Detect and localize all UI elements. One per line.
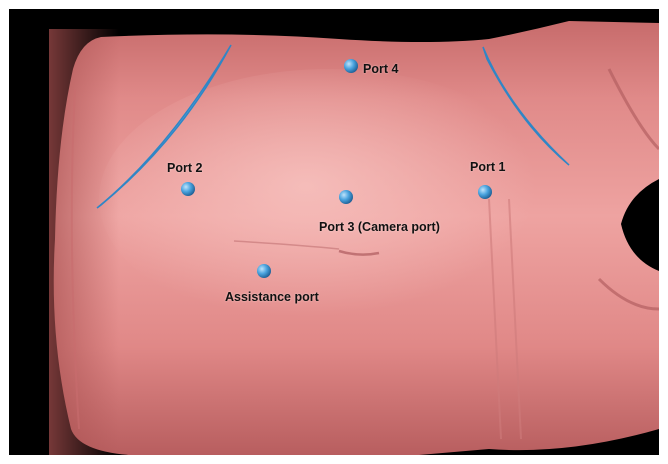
assistance-port-label: Assistance port [225, 290, 319, 304]
port4-label: Port 4 [363, 62, 398, 76]
port2-marker [181, 182, 195, 196]
port1-marker [478, 185, 492, 199]
port4-marker [344, 59, 358, 73]
port3-marker [339, 190, 353, 204]
figure-frame: Port 4 Port 2 Port 1 Port 3 (Camera port… [9, 9, 659, 455]
port1-label: Port 1 [470, 160, 505, 174]
assistance-port-marker [257, 264, 271, 278]
port2-label: Port 2 [167, 161, 202, 175]
port3-label: Port 3 (Camera port) [319, 220, 440, 234]
